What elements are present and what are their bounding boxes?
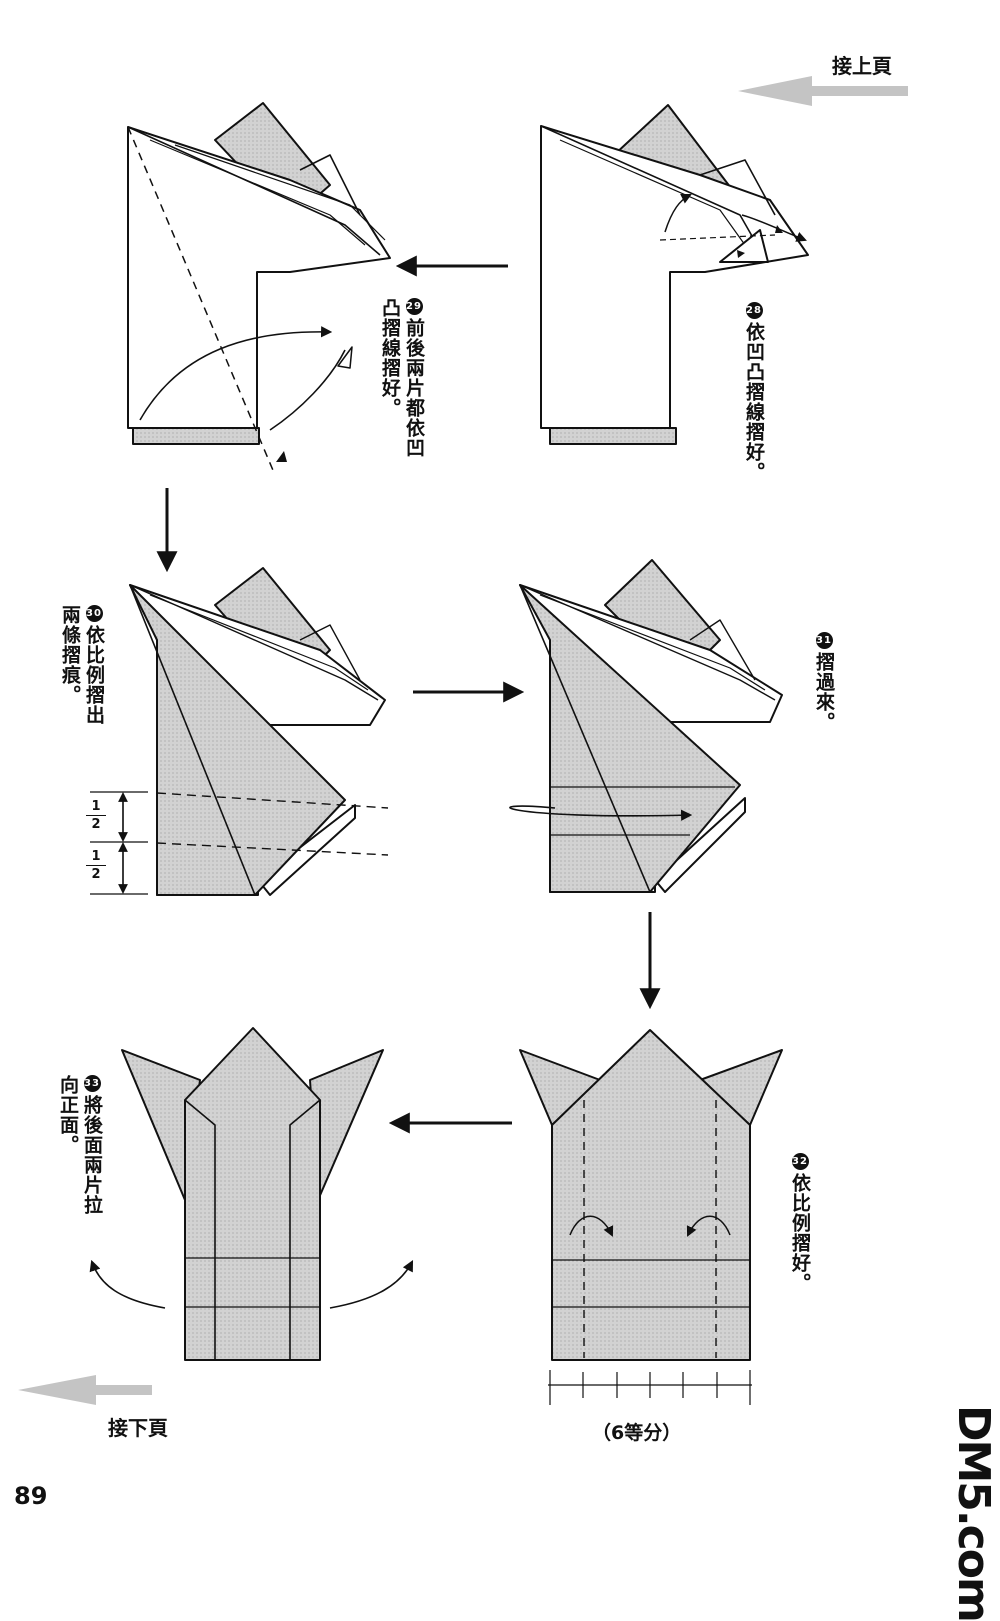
step-33-text: 將後面兩片拉向正面。 <box>57 1075 103 1215</box>
prev-page-label: 接上頁 <box>832 54 892 78</box>
watermark-logo: DM5.com <box>948 1405 999 1621</box>
step-31-text: 摺過來。 <box>813 652 835 732</box>
step-30-number: 30 <box>85 605 103 622</box>
step-30-instruction: 30依比例摺出兩條摺痕。 <box>58 605 106 740</box>
step-31-instruction: 31 摺過來。 <box>812 632 836 732</box>
step-33-instruction: 33將後面兩片拉向正面。 <box>56 1075 104 1215</box>
step-28-figure <box>540 104 809 445</box>
next-page-label: 接下頁 <box>108 1416 168 1440</box>
step-30-text: 依比例摺出兩條摺痕。 <box>59 605 105 725</box>
step-32-number: 32 <box>791 1153 809 1170</box>
fraction-half-lower: 1 2 <box>86 849 106 882</box>
fraction-denominator: 2 <box>91 867 101 882</box>
fraction-numerator: 1 <box>91 799 101 814</box>
step-28-instruction: 28 依凹凸摺線摺好。 <box>742 302 766 482</box>
step-33-number: 33 <box>83 1075 101 1092</box>
watermark-text: DM5.com <box>948 1405 999 1621</box>
step-30-figure <box>90 567 389 896</box>
step-31-number: 31 <box>815 632 833 649</box>
origami-diagram <box>18 76 908 1405</box>
division-label: （6等分） <box>592 1422 682 1444</box>
fraction-denominator: 2 <box>91 817 101 832</box>
step-32-figure <box>519 1029 783 1405</box>
step-29-number: 29 <box>405 298 423 315</box>
step-31-figure <box>509 559 783 893</box>
step-28-text: 依凹凸摺線摺好。 <box>743 322 765 482</box>
step-32-instruction: 32 依比例摺好。 <box>788 1153 812 1293</box>
step-33-figure <box>89 1027 414 1361</box>
step-28-number: 28 <box>745 302 763 319</box>
prev-page-arrow-icon <box>738 76 908 106</box>
fraction-numerator: 1 <box>91 849 101 864</box>
step-29-instruction: 29前後兩片都依凹凸摺線摺好。 <box>378 298 426 473</box>
step-29-figure <box>127 102 391 476</box>
fraction-half-upper: 1 2 <box>86 799 106 832</box>
page-number: 89 <box>14 1482 48 1510</box>
step-29-text: 前後兩片都依凹凸摺線摺好。 <box>379 298 425 458</box>
step-32-text: 依比例摺好。 <box>789 1173 811 1293</box>
next-page-arrow-icon <box>18 1375 152 1405</box>
